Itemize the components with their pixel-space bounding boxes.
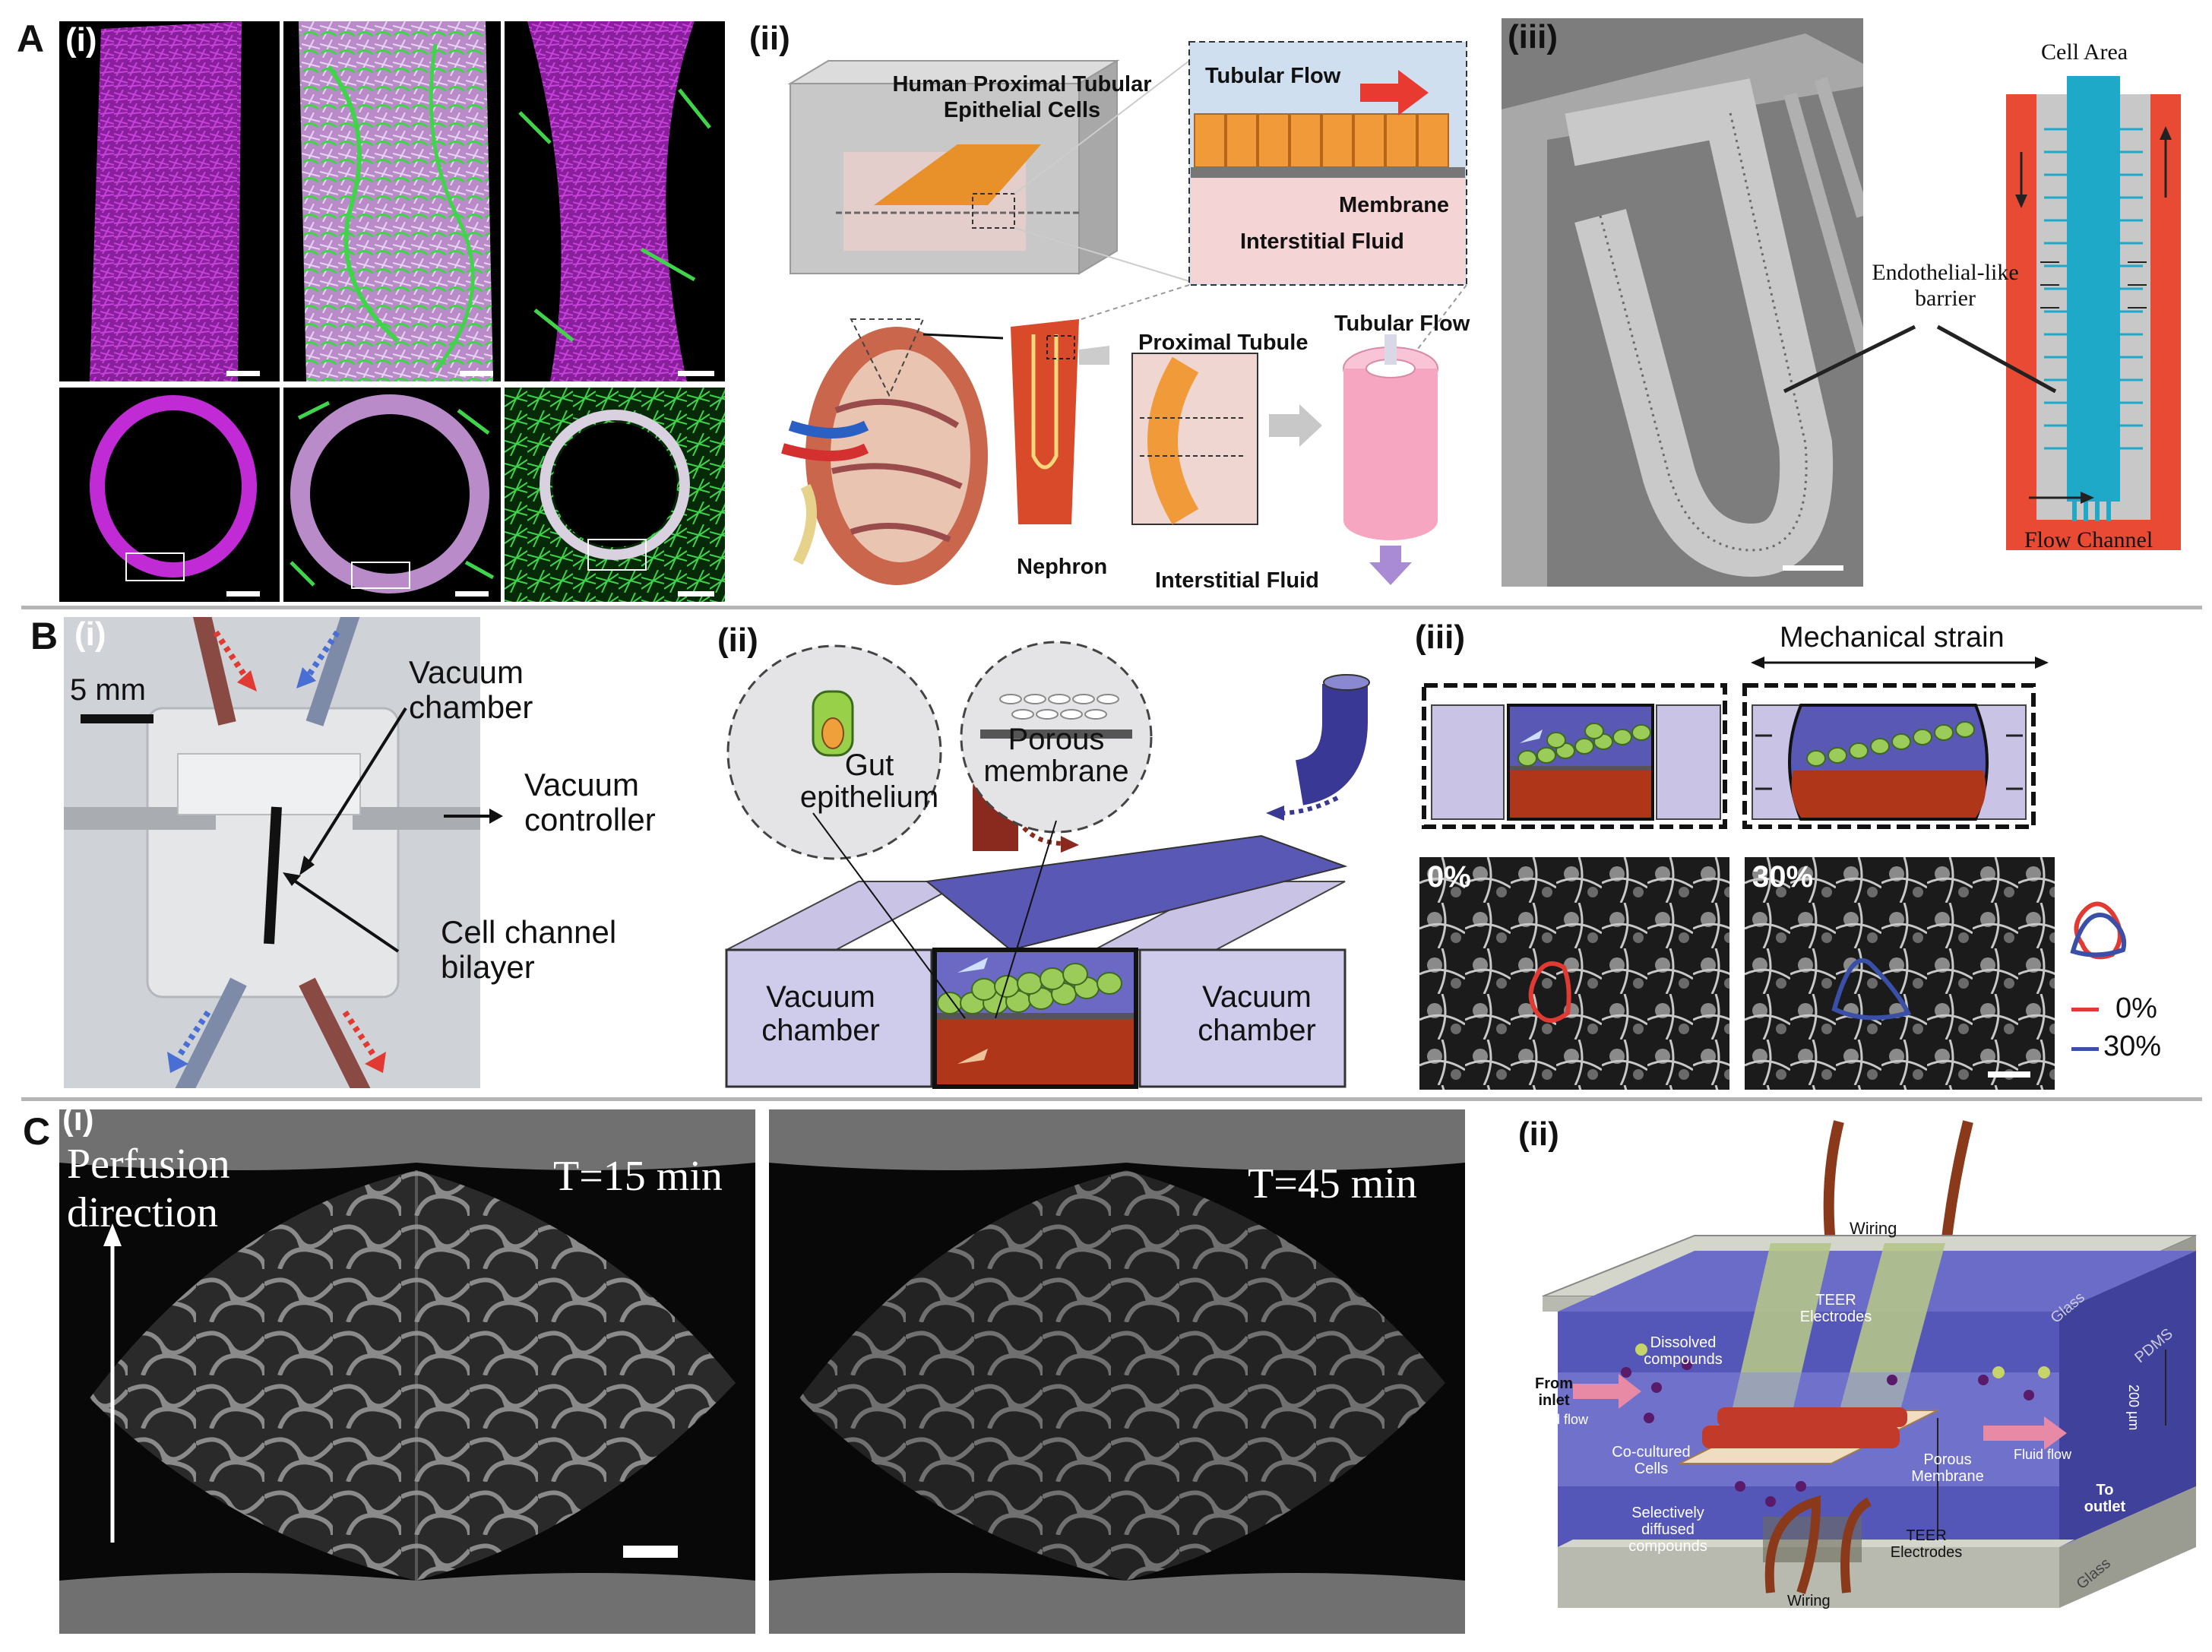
label-vacuum-chamber: Vacuum chamber	[409, 654, 533, 725]
subpanel-label-a-iii: (iii)	[1508, 18, 1558, 55]
row-separator	[21, 606, 2202, 609]
label-teer-electrodes-top: TEER Electrodes	[1799, 1292, 1872, 1325]
label-epithelial-cells: Human Proximal Tubular Epithelial Cells	[892, 72, 1152, 122]
label-height-200um: 200 µm	[2126, 1385, 2141, 1431]
vessel-image-3	[505, 21, 725, 381]
label-0-percent: 0%	[1427, 860, 1471, 894]
teer-chip-schematic	[1542, 1120, 2197, 1608]
label-porous-membrane: Porous membrane	[983, 723, 1129, 788]
label-vacuum-controller: Vacuum controller	[524, 767, 656, 837]
label-teer-electrodes-bottom: TEER Electrodes	[1890, 1527, 1963, 1561]
label-flow-channel: Flow Channel	[2024, 527, 2153, 552]
label-wiring-top: Wiring	[1850, 1219, 1897, 1238]
perfusion-image-45min: T=45 min	[769, 1109, 1465, 1634]
scale-bar	[460, 371, 493, 376]
label-co-cultured-cells: Co-cultured Cells	[1612, 1444, 1691, 1477]
vessel-image-2	[283, 21, 501, 381]
label-wiring-bottom: Wiring	[1787, 1593, 1831, 1609]
label-endothelial-barrier: Endothelial-like barrier	[1872, 260, 2019, 311]
device-annotation-arrows	[283, 707, 503, 953]
scale-label-5mm: 5 mm	[70, 673, 146, 707]
row-separator	[21, 1097, 2202, 1101]
barrier-channel-schematic	[1783, 76, 2181, 550]
vessel-image-1: (i)	[59, 21, 280, 381]
sem-micrograph: (iii)	[1502, 18, 1863, 587]
label-30-percent: 30%	[1752, 860, 1814, 894]
label-t15: T=15 min	[553, 1153, 723, 1200]
label-cell-area: Cell Area	[2041, 40, 2128, 65]
perfusion-image-15min: (i) Perfusion direction T=15 min	[59, 1109, 755, 1634]
label-fluid-flow-left: Fluid flow	[1530, 1412, 1589, 1427]
subpanel-label-a-ii: (ii)	[749, 20, 790, 57]
label-fluid-flow-right: Fluid flow	[2014, 1447, 2072, 1462]
subpanel-label-c-i: (i)	[62, 1109, 94, 1138]
legend-swatch-30	[2071, 1047, 2099, 1051]
subpanel-label-c-ii: (ii)	[1518, 1116, 1559, 1153]
label-dissolved-compounds: Dissolved compounds	[1644, 1334, 1723, 1368]
legend-label-0: 0%	[2115, 992, 2157, 1024]
label-vacuum-chamber-right: Vacuum chamber	[1198, 980, 1316, 1047]
kidney-tubule-schematic	[781, 41, 1467, 585]
scale-bar	[678, 371, 714, 376]
gut-chip-schematic	[725, 641, 1370, 1089]
label-interstitial-fluid-top: Interstitial Fluid	[1240, 229, 1404, 254]
subpanel-label-b-iii: (iii)	[1415, 619, 1465, 656]
label-gut-epithelium: Gut epithelium	[799, 748, 939, 814]
label-to-outlet: To outlet	[2084, 1482, 2126, 1515]
panel-letter-a: A	[17, 17, 45, 60]
scale-bar	[226, 371, 260, 376]
microscopy-0-percent: 0%	[1419, 857, 1729, 1090]
label-perfusion-direction: Perfusion direction	[67, 1141, 230, 1236]
label-porous-membrane-c: Porous Membrane	[1911, 1451, 1984, 1485]
label-cell-channel-bilayer: Cell channel bilayer	[441, 914, 617, 985]
legend-label-30: 30%	[2103, 1030, 2162, 1062]
subpanel-label-a-i: (i)	[65, 21, 97, 59]
label-t45: T=45 min	[1248, 1160, 1417, 1207]
vessel-cross-section-2	[283, 388, 501, 602]
device-photo: (i)	[64, 617, 480, 1088]
vessel-cross-section-1	[59, 388, 280, 602]
subpanel-label-b-ii: (ii)	[717, 622, 758, 659]
label-tubular-flow-top: Tubular Flow	[1205, 64, 1341, 88]
scale-bar	[678, 591, 714, 597]
mechanical-strain-arrow	[1751, 657, 2049, 669]
overlay-shapes-legend	[2070, 901, 2127, 960]
microscopy-30-percent: 30%	[1745, 857, 2055, 1090]
label-from-inlet: From inlet	[1535, 1375, 1573, 1409]
strain-schematics	[1422, 683, 2036, 829]
label-selectively-diffused: Selectively diffused compounds	[1628, 1505, 1707, 1555]
label-mechanical-strain: Mechanical strain	[1780, 622, 2005, 654]
panel-letter-b: B	[30, 615, 59, 657]
label-proximal-tubule: Proximal Tubule	[1138, 331, 1309, 355]
scale-bar	[226, 591, 260, 597]
label-interstitial-fluid-bottom: Interstitial Fluid	[1155, 568, 1319, 593]
panel-letter-c: C	[23, 1110, 51, 1153]
label-vacuum-chamber-left: Vacuum chamber	[761, 980, 880, 1047]
scale-bar	[455, 591, 489, 597]
vessel-cross-section-3	[505, 388, 725, 602]
label-tubular-flow-right: Tubular Flow	[1334, 312, 1470, 336]
legend-swatch-0	[2071, 1008, 2099, 1011]
subpanel-label-b-i: (i)	[74, 617, 106, 653]
label-nephron: Nephron	[1017, 555, 1108, 579]
label-membrane: Membrane	[1339, 193, 1450, 217]
